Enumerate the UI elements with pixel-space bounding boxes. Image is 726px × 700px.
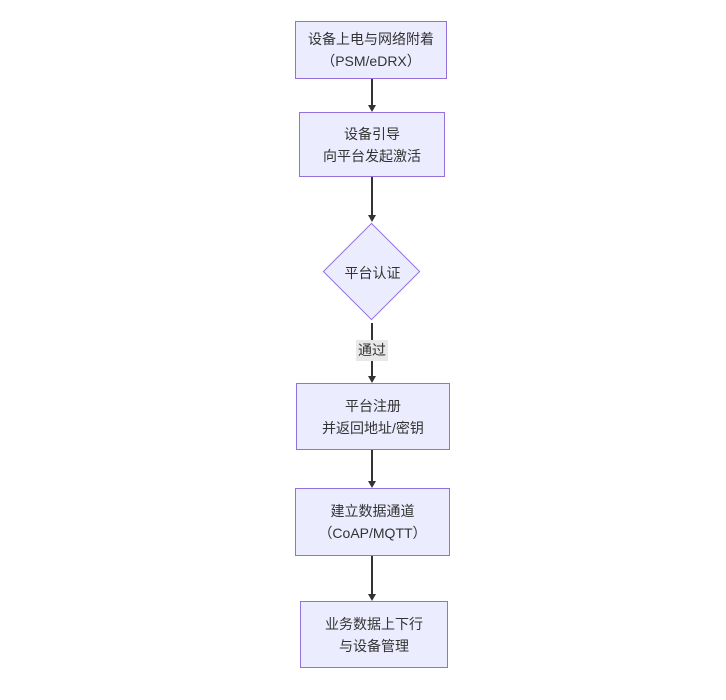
node-bootstrap-line2: 向平台发起激活: [323, 147, 421, 164]
edge-line-1: [371, 79, 373, 105]
edge-line-4: [371, 450, 373, 481]
edge-label-pass: 通过: [356, 340, 388, 361]
arrowhead-down-1: [367, 105, 376, 112]
node-business-line1: 业务数据上下行: [325, 615, 423, 632]
node-power-attach-line2: （PSM/eDRX）: [321, 53, 421, 69]
node-power-attach-line1: 设备上电与网络附着: [308, 31, 434, 47]
node-data-channel-line2: （CoAP/MQTT）: [318, 525, 427, 541]
node-bootstrap: 设备引导 向平台发起激活: [299, 112, 445, 177]
node-register-line1: 平台注册: [345, 397, 401, 414]
node-auth-decision: 平台认证: [322, 222, 423, 323]
node-data-channel: 建立数据通道 （CoAP/MQTT）: [295, 488, 450, 556]
node-power-attach: 设备上电与网络附着 （PSM/eDRX）: [295, 21, 447, 79]
node-auth-decision-label: 平台认证: [344, 264, 401, 281]
arrowhead-down-4: [367, 481, 376, 488]
node-register: 平台注册 并返回地址/密钥: [296, 383, 450, 450]
arrowhead-down-3: [367, 376, 376, 383]
edge-line-5: [371, 556, 373, 594]
arrowhead-down-5: [367, 594, 376, 601]
arrowhead-down-2: [367, 215, 376, 222]
node-data-channel-line1: 建立数据通道: [330, 503, 415, 519]
node-bootstrap-line1: 设备引导: [344, 125, 400, 142]
edge-line-2: [371, 177, 373, 215]
node-business: 业务数据上下行 与设备管理: [300, 601, 448, 668]
node-business-line2: 与设备管理: [339, 637, 409, 654]
node-register-line2: 并返回地址/密钥: [322, 419, 424, 436]
